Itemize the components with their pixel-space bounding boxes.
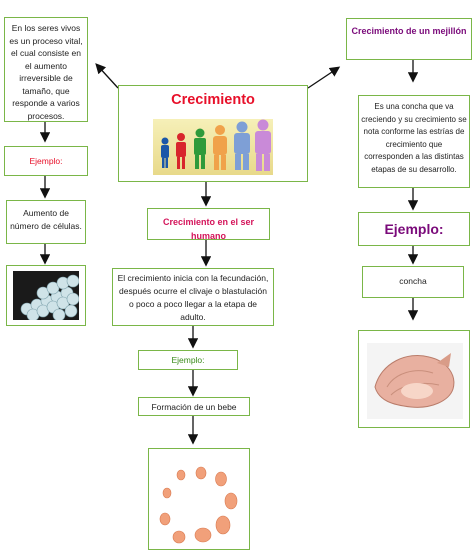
right-example-label-box: Ejemplo: <box>358 212 470 246</box>
left-definition-text: En los seres vivos es un proceso vital, … <box>9 23 83 121</box>
people-growth-icon <box>153 119 273 175</box>
middle-example-label-box: Ejemplo: <box>138 350 238 370</box>
middle-example-label: Ejemplo: <box>171 355 205 365</box>
left-example-label-box: Ejemplo: <box>4 146 88 176</box>
middle-description: El crecimiento inicia con la fecundación… <box>117 273 269 322</box>
middle-example-text: Formación de un bebe <box>151 402 237 412</box>
embryo-image-frame <box>148 448 250 550</box>
embryo-icon <box>153 453 245 545</box>
center-title: Crecimiento <box>171 92 255 108</box>
left-example-text: Aumento de número de células. <box>10 208 82 231</box>
cells-icon <box>13 271 79 320</box>
middle-example-text-box: Formación de un bebe <box>138 397 250 416</box>
left-example-text-box: Aumento de número de células. <box>6 200 86 244</box>
middle-title: Crecimiento en el ser humano <box>162 217 255 240</box>
right-description: Es una concha que va creciendo y su crec… <box>361 102 467 174</box>
left-definition-box: En los seres vivos es un proceso vital, … <box>4 17 88 122</box>
shell-icon <box>367 343 463 419</box>
center-node: Crecimiento <box>118 85 308 182</box>
shell-image-frame <box>358 330 470 428</box>
right-title: Crecimiento de un mejillón <box>351 26 467 36</box>
left-example-label: Ejemplo: <box>29 156 63 166</box>
cells-image-frame <box>6 265 86 326</box>
middle-description-box: El crecimiento inicia con la fecundación… <box>112 268 274 326</box>
right-title-box: Crecimiento de un mejillón <box>346 18 472 60</box>
right-example-text: concha <box>399 276 427 286</box>
right-description-box: Es una concha que va creciendo y su crec… <box>358 95 470 188</box>
middle-title-box: Crecimiento en el ser humano <box>147 208 270 240</box>
right-example-text-box: concha <box>362 266 464 298</box>
right-example-label: Ejemplo: <box>384 221 444 237</box>
